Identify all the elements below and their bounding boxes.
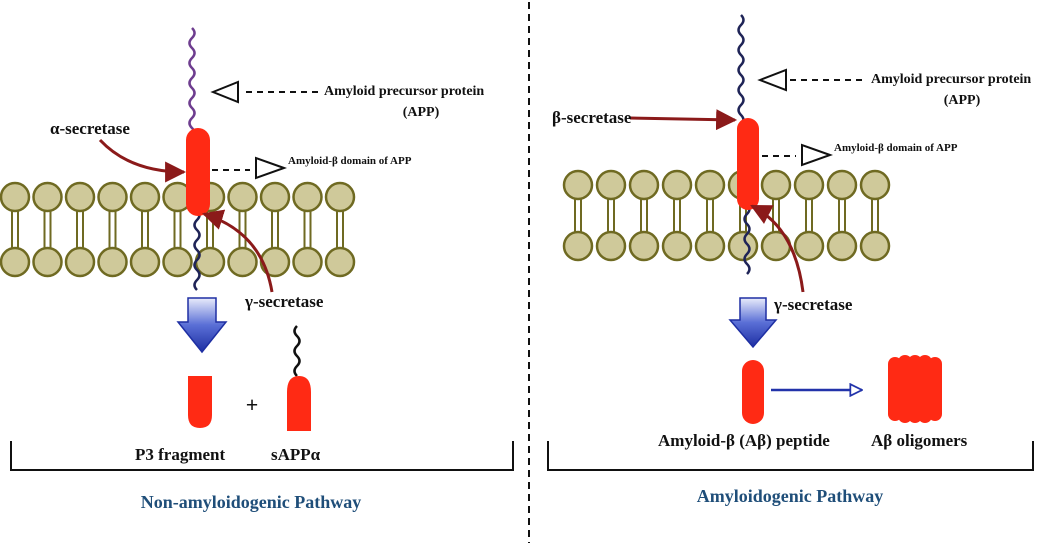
- lipid-head: [324, 181, 356, 213]
- beta-secretase-arrow: [629, 109, 738, 131]
- app-label-left: Amyloid precursor protein: [324, 84, 484, 99]
- abeta-pointer-head-right: [801, 143, 833, 167]
- app-abbr-right: (APP): [944, 93, 981, 108]
- lipid-head: [661, 169, 693, 201]
- app-pointer-head-left: [210, 80, 239, 104]
- gamma-secretase-label-right: γ-secretase: [773, 295, 853, 314]
- lipid-head: [32, 181, 63, 213]
- lipid-head: [859, 169, 891, 201]
- lipid-bilayer-right: [562, 169, 891, 262]
- lipid-head: [628, 169, 660, 201]
- gamma-secretase-arrow-right: [750, 204, 805, 293]
- left-panel: Amyloid precursor protein (APP) Amyloid-…: [0, 27, 514, 512]
- plus-sign: +: [246, 392, 259, 417]
- lipid-head: [628, 230, 660, 262]
- lipid-head: [595, 169, 627, 201]
- pathway-title-left: Non-amyloidogenic Pathway: [141, 492, 362, 512]
- lipid-bilayer-left: [0, 181, 356, 278]
- lipid-head: [595, 230, 627, 262]
- lipid-head: [97, 246, 128, 278]
- p3-fragment-label: P3 fragment: [135, 445, 226, 464]
- lipid-head: [760, 169, 792, 201]
- sapp-alpha-shape: [287, 376, 311, 431]
- pathway-title-right: Amyloidogenic Pathway: [697, 486, 884, 506]
- lipid-head: [194, 246, 226, 278]
- lipid-head: [162, 246, 193, 278]
- lipid-head: [562, 230, 594, 262]
- lipid-head: [64, 246, 96, 278]
- abeta-domain-label-right: Amyloid-β domain of APP: [834, 142, 958, 154]
- beta-secretase-label: β-secretase: [552, 108, 632, 127]
- app-abbr-left: (APP): [403, 105, 440, 120]
- lipid-head: [793, 230, 825, 262]
- lipid-head: [227, 246, 258, 278]
- lipid-head: [324, 246, 356, 278]
- lipid-head: [227, 181, 258, 213]
- abeta-peptide-shape: [742, 360, 764, 424]
- lipid-head: [0, 246, 31, 278]
- lipid-head: [259, 246, 291, 278]
- app-chain-top-left: [188, 27, 196, 139]
- lipid-head: [694, 169, 726, 201]
- app-pointer-head-right: [757, 68, 787, 92]
- lipid-head: [259, 181, 291, 213]
- gamma-secretase-arrow-left: [201, 209, 274, 293]
- flow-arrow-right: [728, 297, 778, 349]
- flow-arrow-left: [176, 297, 228, 354]
- abeta-oligomers-label: Aβ oligomers: [871, 431, 968, 450]
- abeta-domain-right: [737, 118, 759, 210]
- lipid-head: [793, 169, 825, 201]
- lipid-head: [129, 181, 161, 213]
- lipid-head: [129, 246, 161, 278]
- abeta-domain-label-left: Amyloid-β domain of APP: [288, 155, 412, 167]
- abeta-peptide-label: Amyloid-β (Aβ) peptide: [658, 431, 830, 450]
- bracket-left: [10, 441, 514, 471]
- lipid-head: [826, 169, 858, 201]
- lipid-head: [32, 246, 63, 278]
- lipid-head: [826, 230, 858, 262]
- lipid-head: [97, 181, 128, 213]
- app-chain-bottom-left: [193, 209, 201, 291]
- bracket-right: [547, 441, 1034, 471]
- lipid-head: [0, 181, 31, 213]
- lipid-head: [292, 181, 323, 213]
- alpha-secretase-arrow: [98, 138, 187, 183]
- app-label-right: Amyloid precursor protein: [871, 72, 1031, 87]
- lipid-head: [694, 230, 726, 262]
- lipid-head: [859, 230, 891, 262]
- gamma-secretase-label-left: γ-secretase: [244, 292, 324, 311]
- lipid-head: [661, 230, 693, 262]
- abeta-oligomers-shape: [888, 355, 942, 423]
- abeta-domain-left: [186, 128, 210, 216]
- right-panel: Amyloid precursor protein (APP) Amyloid-…: [547, 14, 1034, 506]
- lipid-head: [727, 230, 759, 262]
- sapp-alpha-chain: [293, 325, 301, 377]
- lipid-head: [292, 246, 323, 278]
- lipid-head: [562, 169, 594, 201]
- lipid-head: [64, 181, 96, 213]
- sapp-alpha-label: sAPPα: [271, 445, 321, 464]
- alpha-secretase-label: α-secretase: [50, 119, 130, 138]
- p3-fragment-shape: [188, 376, 212, 428]
- app-chain-bottom-right: [743, 203, 751, 275]
- abeta-pointer-head-left: [255, 156, 287, 180]
- app-chain-top-right: [737, 14, 745, 126]
